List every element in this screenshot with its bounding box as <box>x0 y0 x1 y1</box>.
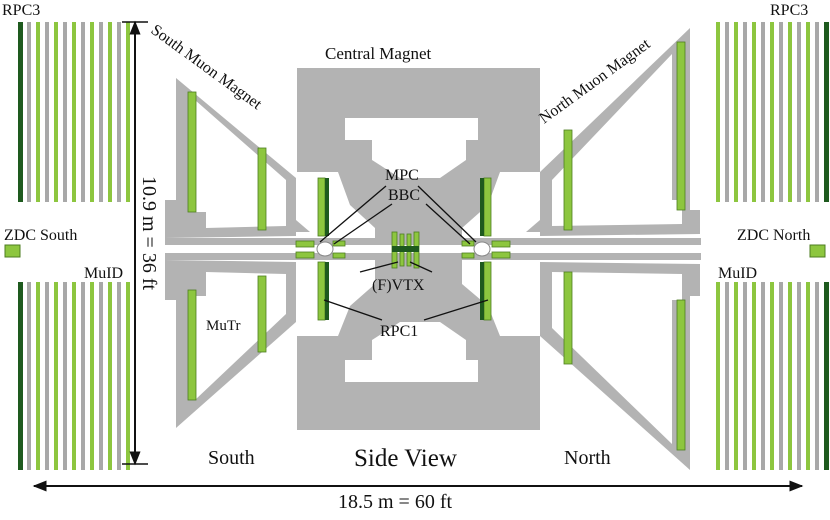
muid-detector-plane <box>54 282 58 470</box>
zdc-south-label: ZDC South <box>4 227 77 244</box>
muid-absorber-plane <box>63 22 67 202</box>
muid-absorber-plane <box>63 282 67 470</box>
rpc3-plane <box>18 282 23 470</box>
rpc3-south-label: RPC3 <box>2 2 40 19</box>
muid-absorber-plane <box>725 22 729 202</box>
south-label: South <box>208 447 255 469</box>
muid-detector-plane <box>716 22 720 202</box>
muid-detector-plane <box>788 282 792 470</box>
muid-detector-plane <box>752 282 756 470</box>
central-magnet-lower-cavity <box>345 322 478 382</box>
muid-north-label: MuID <box>718 265 757 282</box>
rpc1-label: RPC1 <box>380 323 418 340</box>
muid-absorber-plane <box>779 282 783 470</box>
muid-absorber-plane <box>779 22 783 202</box>
muid-absorber-plane <box>99 282 103 470</box>
muid-detector-plane <box>72 22 76 202</box>
muid-detector-plane <box>126 22 130 202</box>
height-dimension-label: 10.9 m = 36 ft <box>138 176 160 290</box>
muid-absorber-plane <box>761 22 765 202</box>
north-label: North <box>564 447 611 469</box>
south-rpc1-planes <box>317 177 329 321</box>
zdc-south-block <box>4 244 21 258</box>
rpc3-north-label: RPC3 <box>770 2 808 19</box>
muid-absorber-plane <box>815 282 819 470</box>
rpc3-plane <box>824 22 829 202</box>
muid-detector-plane <box>90 282 94 470</box>
muid-detector-plane <box>36 22 40 202</box>
muid-absorber-plane <box>45 282 49 470</box>
south-bbc-mpc <box>295 240 346 259</box>
mutr-label: MuTr <box>206 318 240 334</box>
rpc3-plane <box>824 282 829 470</box>
zdc-north-block <box>809 244 826 258</box>
muid-absorber-plane <box>725 282 729 470</box>
muid-absorber-plane <box>743 22 747 202</box>
muid-detector-plane <box>90 22 94 202</box>
muid-detector-plane <box>734 22 738 202</box>
muid-absorber-plane <box>99 22 103 202</box>
bbc-label: BBC <box>388 187 420 204</box>
north-bbc-mpc <box>461 240 511 259</box>
muid-absorber-plane <box>81 22 85 202</box>
muid-south-label: MuID <box>84 265 123 282</box>
rpc3-plane <box>18 22 23 202</box>
leader-lines <box>319 185 489 321</box>
muid-absorber-plane <box>117 22 121 202</box>
north-mutr-stations <box>563 41 686 451</box>
muid-absorber-plane <box>45 22 49 202</box>
north-rpc3-muid-upper <box>716 22 829 202</box>
muid-absorber-plane <box>797 282 801 470</box>
muid-detector-plane <box>770 282 774 470</box>
muid-detector-plane <box>806 22 810 202</box>
muid-detector-plane <box>806 282 810 470</box>
zdc-north-label: ZDC North <box>737 227 810 244</box>
central-magnet-label: Central Magnet <box>325 44 431 63</box>
muid-detector-plane <box>734 282 738 470</box>
muid-detector-plane <box>770 22 774 202</box>
muid-absorber-plane <box>797 22 801 202</box>
muid-absorber-plane <box>761 282 765 470</box>
mpc-label: MPC <box>385 167 419 184</box>
north-rpc1-planes <box>480 177 492 321</box>
north-rpc3-muid-lower <box>716 282 829 470</box>
muid-absorber-plane <box>815 22 819 202</box>
muid-absorber-plane <box>117 282 121 470</box>
muid-detector-plane <box>72 282 76 470</box>
fvtx-silicon <box>391 231 420 269</box>
muid-absorber-plane <box>27 22 31 202</box>
muid-detector-plane <box>108 22 112 202</box>
north-muon-magnet <box>540 28 700 470</box>
side-view-title: Side View <box>354 445 457 472</box>
muid-detector-plane <box>788 22 792 202</box>
muid-absorber-plane <box>81 282 85 470</box>
muid-absorber-plane <box>743 282 747 470</box>
muid-detector-plane <box>108 282 112 470</box>
south-mutr-stations <box>187 91 267 401</box>
muid-absorber-plane <box>27 282 31 470</box>
south-muon-magnet-label: South Muon Magnet <box>148 21 266 113</box>
south-rpc3-muid-upper <box>18 22 130 202</box>
fvtx-label: (F)VTX <box>372 277 425 294</box>
central-magnet-upper-cavity <box>345 118 478 178</box>
muid-detector-plane <box>752 22 756 202</box>
south-rpc3-muid-lower <box>18 282 130 470</box>
muid-detector-plane <box>36 282 40 470</box>
muid-detector-plane <box>126 282 130 470</box>
width-dimension-label: 18.5 m = 60 ft <box>338 491 452 513</box>
muid-detector-plane <box>716 282 720 470</box>
muid-detector-plane <box>54 22 58 202</box>
